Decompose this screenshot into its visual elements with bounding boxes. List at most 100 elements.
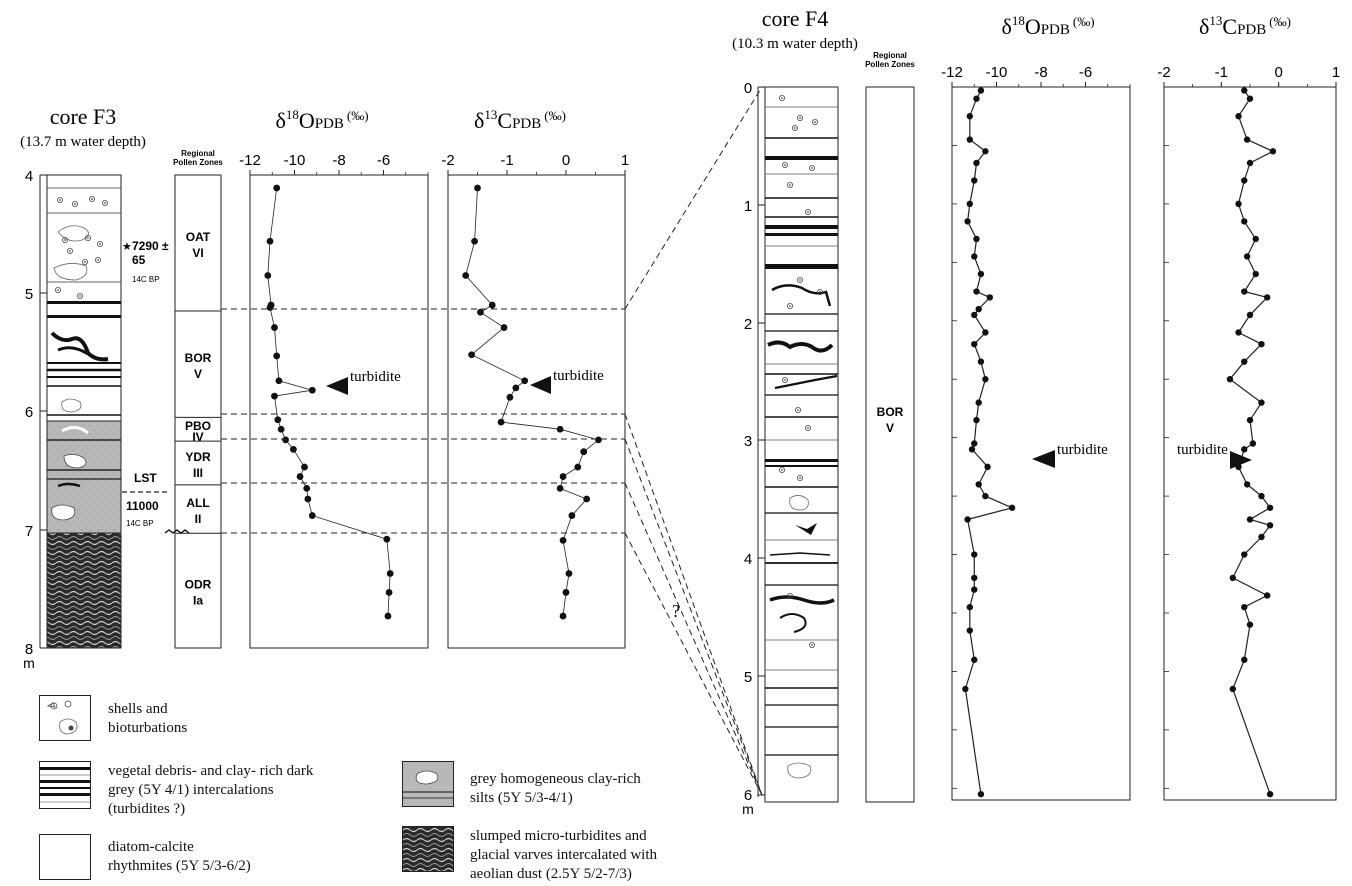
zone-name: ALL bbox=[186, 496, 209, 510]
data-point bbox=[289, 445, 297, 453]
f3-d13c-title-delta: δ bbox=[474, 108, 484, 133]
shell-mark-center bbox=[57, 289, 59, 291]
data-point bbox=[1264, 294, 1271, 301]
data-point bbox=[1246, 416, 1254, 424]
shell-mark-center bbox=[784, 164, 786, 166]
data-point bbox=[1229, 685, 1237, 693]
x-tick-label: -12 bbox=[239, 152, 261, 169]
shell-mark bbox=[57, 196, 64, 203]
f4-depth-tick: 3 bbox=[744, 433, 752, 450]
core-f4-depth-axis: 0 1 2 3 4 5 6 m bbox=[742, 80, 765, 817]
f4-d13c-turbidite-arrow bbox=[1230, 451, 1252, 469]
data-point bbox=[968, 446, 976, 453]
data-point bbox=[971, 656, 978, 663]
f4-depth-tick: 1 bbox=[744, 198, 752, 215]
f4-d13c-title-element: C bbox=[1222, 14, 1237, 39]
data-point bbox=[977, 270, 985, 278]
shell-mark-center bbox=[781, 469, 783, 471]
data-point bbox=[266, 237, 274, 245]
data-point bbox=[264, 272, 272, 279]
data-point bbox=[301, 463, 308, 471]
data-point bbox=[271, 324, 278, 331]
zone-name: PBO bbox=[185, 419, 211, 433]
f4-d13c-turbidite-label: turbidite bbox=[1177, 442, 1228, 458]
f3-date-lower-unit: 14C BP bbox=[126, 519, 154, 528]
f3-date-lower-value: 11000 bbox=[126, 499, 159, 513]
core-f3-subtitle: (13.7 m water depth) bbox=[20, 134, 146, 150]
zone-name: BOR bbox=[185, 351, 212, 365]
f3-d18o-title-unit: (‰) bbox=[347, 108, 369, 123]
zone-name: YDR bbox=[185, 450, 211, 464]
legend-vegetal-swatch bbox=[39, 761, 91, 809]
shell-mark-center bbox=[814, 121, 816, 123]
f4-d18o-turbidite-label: turbidite bbox=[1057, 442, 1108, 458]
svg-text:δ13CPDB(‰): δ13CPDB(‰) bbox=[1199, 13, 1291, 39]
legend-slumped-line: glacial varves intercalated with bbox=[470, 847, 657, 863]
shell-mark-center bbox=[811, 644, 813, 646]
f3-d18o-panel: -12-10-8-6 bbox=[239, 152, 429, 649]
data-point bbox=[1243, 481, 1251, 488]
x-tick-label: -12 bbox=[941, 64, 963, 81]
shell-mark bbox=[797, 115, 804, 122]
legend-shells-line: bioturbations bbox=[108, 720, 188, 736]
data-point bbox=[274, 416, 282, 424]
data-point bbox=[971, 586, 978, 593]
data-point bbox=[1258, 533, 1265, 541]
data-point bbox=[574, 463, 582, 471]
legend-vegetal-line: grey (5Y 4/1) intercalations bbox=[108, 782, 274, 798]
data-point bbox=[580, 448, 588, 456]
data-point bbox=[1252, 235, 1259, 243]
f4-d18o-panel: -12-10-8-6 bbox=[941, 64, 1131, 801]
data-point bbox=[468, 351, 475, 359]
shell-mark-center bbox=[799, 117, 801, 119]
f4-zone-header-line1: Regional bbox=[873, 51, 907, 60]
shell-mark-center bbox=[104, 202, 106, 204]
data-point bbox=[1241, 446, 1248, 453]
zone-numeral: IV bbox=[192, 430, 203, 444]
core-f4-title: core F4 bbox=[762, 6, 829, 31]
data-point bbox=[966, 113, 973, 120]
shell-mark bbox=[787, 181, 794, 188]
legend-diatom-text: diatom-calcite rhythmites (5Y 5/3-6/2) bbox=[108, 838, 251, 876]
shell-mark bbox=[77, 292, 84, 299]
data-point bbox=[973, 416, 980, 424]
shell-mark bbox=[95, 256, 102, 263]
data-point bbox=[1235, 329, 1242, 336]
data-point bbox=[521, 377, 529, 385]
data-point bbox=[982, 492, 989, 500]
data-point bbox=[477, 308, 484, 316]
data-point bbox=[266, 304, 274, 311]
f4-depth-tick: 0 bbox=[744, 80, 752, 97]
f3-d18o-title-sub: PDB bbox=[315, 116, 344, 132]
shell-mark-center bbox=[807, 427, 809, 429]
data-point bbox=[1246, 516, 1254, 523]
shell-mark bbox=[817, 288, 824, 295]
data-point bbox=[308, 386, 316, 394]
data-point bbox=[559, 473, 567, 480]
shell-mark bbox=[809, 642, 816, 649]
x-tick-label: -1 bbox=[500, 152, 513, 169]
f4-shell-marks bbox=[779, 95, 824, 649]
data-point bbox=[971, 253, 978, 260]
correlation-unknown-label: ? bbox=[672, 601, 680, 621]
f3-d13c-title: δ13CPDB(‰) bbox=[474, 107, 566, 133]
f4-zone-column bbox=[865, 86, 915, 803]
data-point bbox=[1252, 270, 1259, 278]
data-point bbox=[971, 311, 978, 319]
legend-diatom-line: diatom-calcite bbox=[108, 839, 194, 855]
f3-d13c-title-element: C bbox=[497, 108, 512, 133]
f4-d18o-title-delta: δ bbox=[1001, 14, 1011, 39]
shell-mark bbox=[55, 286, 62, 293]
data-point bbox=[474, 184, 481, 192]
shell-mark-center bbox=[74, 203, 76, 205]
f3-zone-column bbox=[174, 174, 222, 649]
legend-slumped-line: aeolian dust (2.5Y 5/2-7/3) bbox=[470, 866, 632, 882]
shell-mark-center bbox=[64, 239, 66, 241]
data-point bbox=[1246, 311, 1254, 319]
data-point bbox=[1241, 551, 1248, 558]
shell-mark bbox=[779, 466, 786, 473]
data-point bbox=[273, 352, 281, 360]
data-point bbox=[1266, 504, 1274, 511]
legend-slumped-swatch bbox=[402, 826, 454, 872]
f4-d18o-title-unit: (‰) bbox=[1073, 14, 1095, 29]
